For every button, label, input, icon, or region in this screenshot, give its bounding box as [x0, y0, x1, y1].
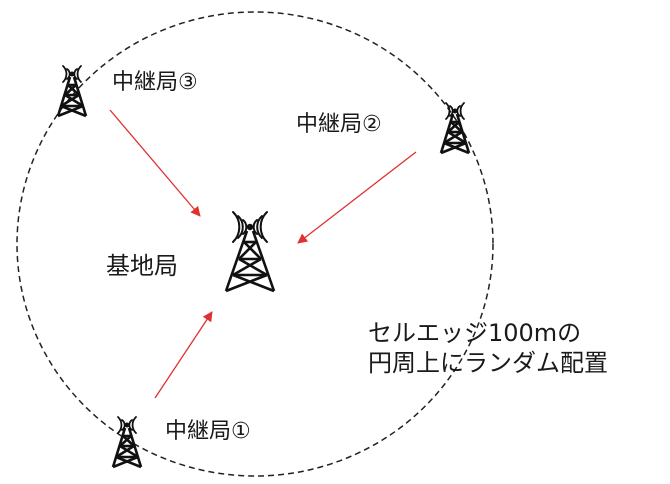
placement-note-line2: 円周上にランダム配置: [368, 349, 608, 377]
relay2-tower-icon: [439, 102, 471, 155]
relay1-tower-icon: [111, 416, 143, 469]
placement-note-line1: セルエッジ100mの: [368, 319, 582, 347]
cell-edge-circle: [16, 11, 494, 477]
arrow-relay2-to-base: [297, 151, 417, 244]
placement-note: セルエッジ100mの 円周上にランダム配置: [368, 318, 608, 378]
arrow-relay3-to-base: [109, 109, 201, 217]
base-station-tower-icon: [224, 211, 276, 293]
relay3-label: 中継局③: [112, 70, 198, 95]
relay3-tower-icon: [56, 65, 88, 118]
arrow-relay1-to-base: [154, 311, 213, 399]
relay1-label: 中継局①: [165, 419, 251, 444]
relay2-label: 中継局②: [296, 112, 382, 137]
base-station-label: 基地局: [106, 252, 178, 280]
